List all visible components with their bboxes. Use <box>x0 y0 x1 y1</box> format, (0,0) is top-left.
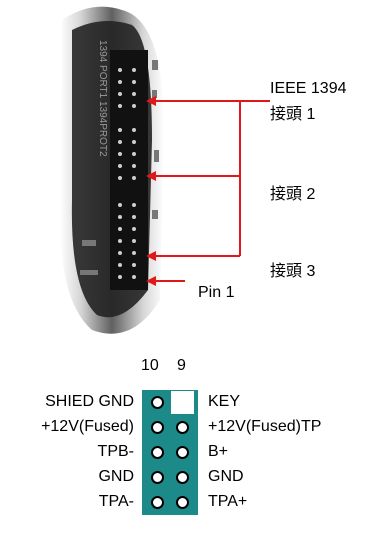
pin-label-right-row-2: +12V(Fused)TP <box>208 418 322 435</box>
pin-left-row-4 <box>145 465 170 490</box>
column-number-10: 10 <box>141 357 159 374</box>
pin-left-row-3 <box>145 440 170 465</box>
pin-header-grid <box>142 390 198 515</box>
callout-arrows <box>146 96 270 286</box>
pin-label-right-row-5: TPA+ <box>208 493 248 510</box>
pin-1-label: Pin 1 <box>198 284 235 301</box>
pin-label-left-row-2: +12V(Fused) <box>41 418 134 435</box>
pin-right-row-5 <box>170 490 195 515</box>
pin-label-left-row-3: TPB- <box>97 443 134 460</box>
header-2-label: 接頭 2 <box>270 186 316 203</box>
pin-label-right-row-4: GND <box>208 468 244 485</box>
pin-10-shied-gnd <box>145 390 170 415</box>
arrowhead-header-2 <box>146 171 156 181</box>
arrowhead-header-3 <box>146 251 156 261</box>
pin-left-row-5 <box>145 490 170 515</box>
pin-9-key <box>170 390 195 415</box>
pin-right-row-2 <box>170 415 195 440</box>
pin-right-row-4 <box>170 465 195 490</box>
pin-label-left-row-5: TPA- <box>98 493 134 510</box>
arrowhead-pin-1 <box>146 276 156 286</box>
pin-label-left-row-1: SHIED GND <box>45 393 134 410</box>
arrowhead-header-1 <box>146 96 156 106</box>
ieee-1394-title: IEEE 1394 <box>270 80 347 97</box>
pin-label-left-row-4: GND <box>98 468 134 485</box>
board-silkscreen: 1394 PORT1 1394PROT2 <box>97 40 108 157</box>
header-1-label: 接頭 1 <box>270 106 316 123</box>
pin-right-row-3 <box>170 440 195 465</box>
column-number-9: 9 <box>177 357 186 374</box>
motherboard-photo: 1394 PORT1 1394PROT2 <box>52 0 172 345</box>
pin-label-right-row-3: B+ <box>208 443 229 460</box>
pin-label-right-row-1: KEY <box>208 393 241 410</box>
pin-left-row-2 <box>145 415 170 440</box>
header-3-label: 接頭 3 <box>270 263 316 280</box>
